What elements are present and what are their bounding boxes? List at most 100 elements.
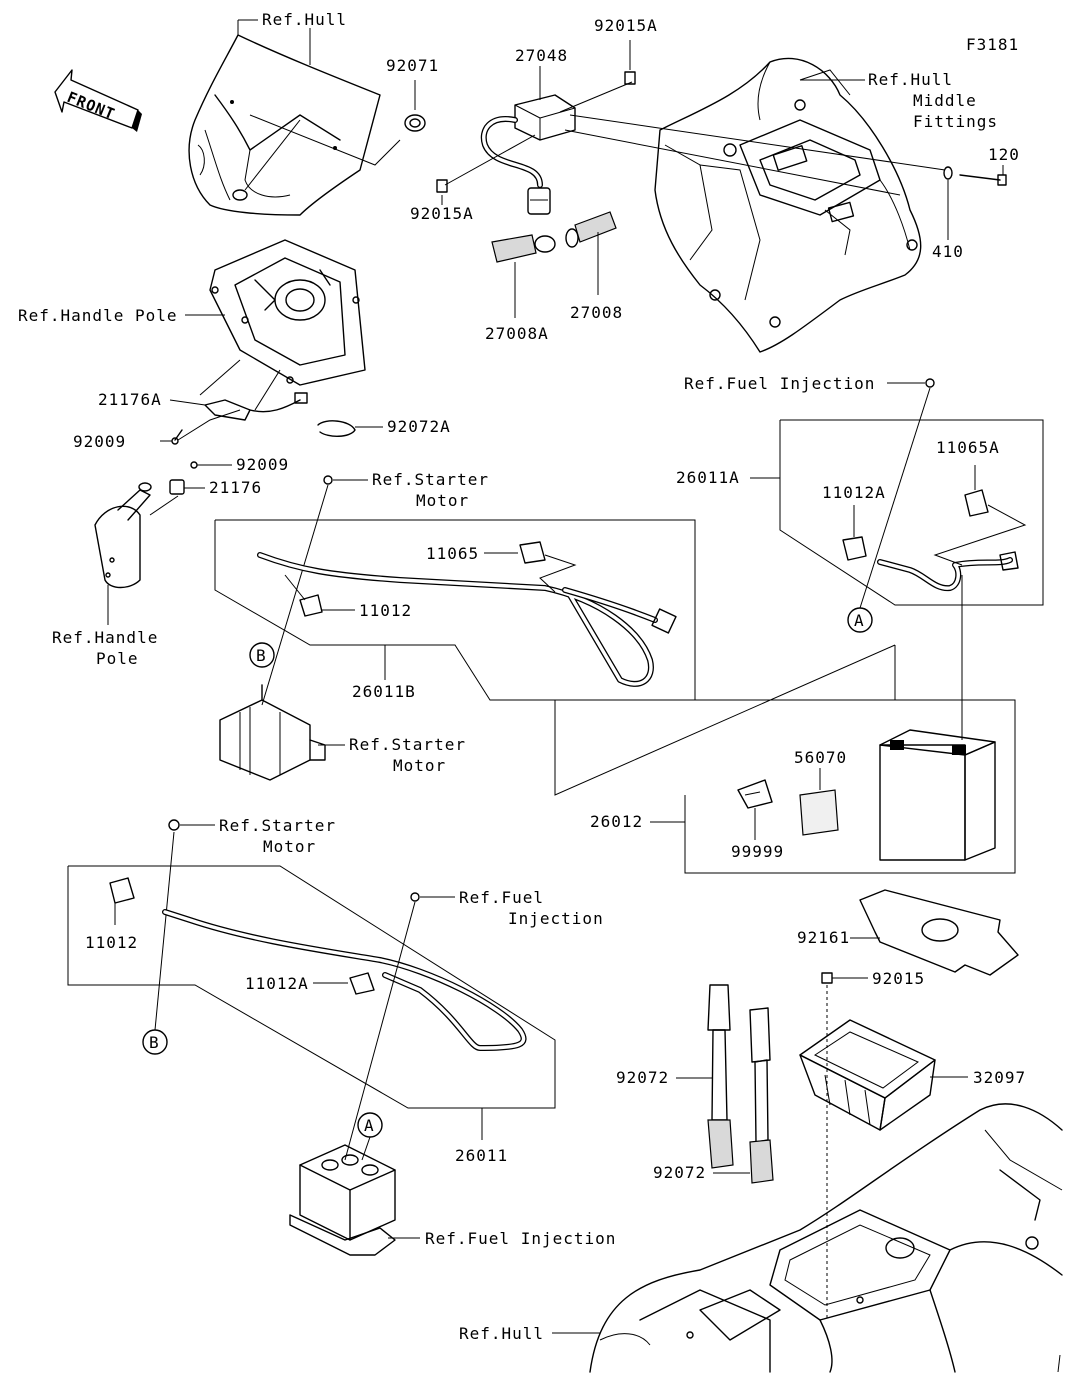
- part-92009-2-screw: [190, 461, 198, 469]
- callout-b-bottom: B: [142, 1029, 168, 1055]
- part-92071-grommet: [404, 114, 426, 132]
- label-ref-fuel-2b: Injection: [508, 909, 604, 928]
- label-26011B: 26011B: [352, 682, 416, 701]
- battery: [879, 729, 996, 861]
- cable-26011: [162, 909, 527, 1051]
- part-27008A-key: [491, 234, 556, 263]
- label-ref-handle-pole-2a: Ref.Handle: [52, 628, 158, 647]
- label-11065: 11065: [426, 544, 479, 563]
- part-11012A-2-cap: [349, 972, 375, 995]
- label-ref-starter-1a: Ref.Starter: [372, 470, 489, 489]
- part-92072-strap-2: [749, 1007, 774, 1184]
- outline-26012-box: [684, 699, 1016, 874]
- label-ref-handle-pole-1: Ref.Handle Pole: [18, 306, 178, 325]
- callout-a-top: A: [847, 607, 873, 633]
- label-11012-1: 11012: [359, 601, 412, 620]
- hull-middle-fittings: [654, 57, 922, 353]
- part-410-washer: [943, 166, 953, 180]
- starter-motor: [219, 684, 326, 781]
- part-21176-switch: [169, 479, 185, 495]
- label-11012A-2: 11012A: [245, 974, 309, 993]
- cable-26011A: [877, 551, 1019, 592]
- part-92009-1-screw: [171, 429, 183, 445]
- callout-a-bottom: A: [357, 1112, 383, 1138]
- part-92015A-top: [624, 71, 636, 85]
- handle-pole-bracket: [94, 482, 152, 589]
- label-ref-hull-top: Ref.Hull: [262, 10, 347, 29]
- svg-text:A: A: [364, 1116, 375, 1135]
- part-92015-nut: [821, 972, 833, 984]
- label-ref-starter-3b: Motor: [263, 837, 316, 856]
- part-11065-cap: [519, 541, 546, 564]
- label-92015A-top: 92015A: [594, 16, 658, 35]
- hull-front-panel: [188, 34, 381, 216]
- part-99999-pack: [737, 779, 773, 809]
- label-ref-starter-1b: Motor: [416, 491, 469, 510]
- label-11012A-1: 11012A: [822, 483, 886, 502]
- part-11012A-1-cap: [842, 536, 867, 561]
- label-32097: 32097: [973, 1068, 1026, 1087]
- front-label: FRONT: [65, 88, 118, 123]
- svg-text:B: B: [256, 646, 267, 665]
- label-92072-1: 92072: [616, 1068, 669, 1087]
- label-26011A: 26011A: [676, 468, 740, 487]
- svg-text:B: B: [149, 1033, 160, 1052]
- ref-starter-nut-3: [168, 819, 180, 831]
- label-ref-fuel-2a: Ref.Fuel: [459, 888, 544, 907]
- label-ref-hull-middle-3: Fittings: [913, 112, 998, 131]
- label-92015: 92015: [872, 969, 925, 988]
- cable-26011B: [257, 552, 677, 687]
- part-92015A-bottom: [436, 179, 448, 193]
- label-ref-starter-2a: Ref.Starter: [349, 735, 466, 754]
- label-21176: 21176: [209, 478, 262, 497]
- label-92072A: 92072A: [387, 417, 451, 436]
- label-99999: 99999: [731, 842, 784, 861]
- label-92009-1: 92009: [73, 432, 126, 451]
- label-56070: 56070: [794, 748, 847, 767]
- part-92072-strap-1: [707, 984, 734, 1169]
- part-120-bolt: [959, 174, 1007, 186]
- outline-26012-link: [554, 644, 896, 796]
- svg-text:A: A: [854, 611, 865, 630]
- label-ref-starter-3a: Ref.Starter: [219, 816, 336, 835]
- outline-26011A: [779, 419, 1044, 606]
- label-26011: 26011: [455, 1146, 508, 1165]
- label-27008A: 27008A: [485, 324, 549, 343]
- part-11012-2-cap: [109, 877, 135, 904]
- label-92071: 92071: [386, 56, 439, 75]
- label-11012-2: 11012: [85, 933, 138, 952]
- label-ref-fuel-3: Ref.Fuel Injection: [425, 1229, 616, 1248]
- label-ref-handle-pole-2b: Pole: [96, 649, 139, 668]
- part-92161-pad: [859, 889, 1019, 976]
- label-120: 120: [988, 145, 1020, 164]
- hull-bottom: [589, 1103, 1063, 1373]
- part-21176A-bracket: [204, 392, 308, 421]
- label-92009-2: 92009: [236, 455, 289, 474]
- part-32097-tray: [799, 1019, 936, 1131]
- label-ref-starter-2b: Motor: [393, 756, 446, 775]
- label-ref-hull-bottom: Ref.Hull: [459, 1324, 544, 1343]
- label-410: 410: [932, 242, 964, 261]
- ref-starter-nut-1: [323, 475, 333, 485]
- part-56070-label: [799, 789, 839, 836]
- figure-code: F3181: [966, 35, 1019, 54]
- label-ref-hull-middle-1: Ref.Hull: [868, 70, 953, 89]
- label-26012: 26012: [590, 812, 643, 831]
- label-11065A: 11065A: [936, 438, 1000, 457]
- ref-fuel-nut-2: [410, 892, 420, 902]
- callout-b-top: B: [249, 642, 275, 668]
- label-ref-hull-middle-2: Middle: [913, 91, 977, 110]
- part-11065A-cap: [964, 489, 989, 517]
- outline-26011B: [214, 519, 696, 701]
- ref-fuel-nut-1: [925, 378, 935, 388]
- part-27008-key: [565, 211, 617, 248]
- fuel-injection-relay-block: [289, 1144, 396, 1256]
- label-21176A: 21176A: [98, 390, 162, 409]
- label-92072-2: 92072: [653, 1163, 706, 1182]
- label-27048: 27048: [515, 46, 568, 65]
- label-27008: 27008: [570, 303, 623, 322]
- part-27048-relay: [480, 94, 576, 215]
- handle-pole-plate: [209, 239, 366, 386]
